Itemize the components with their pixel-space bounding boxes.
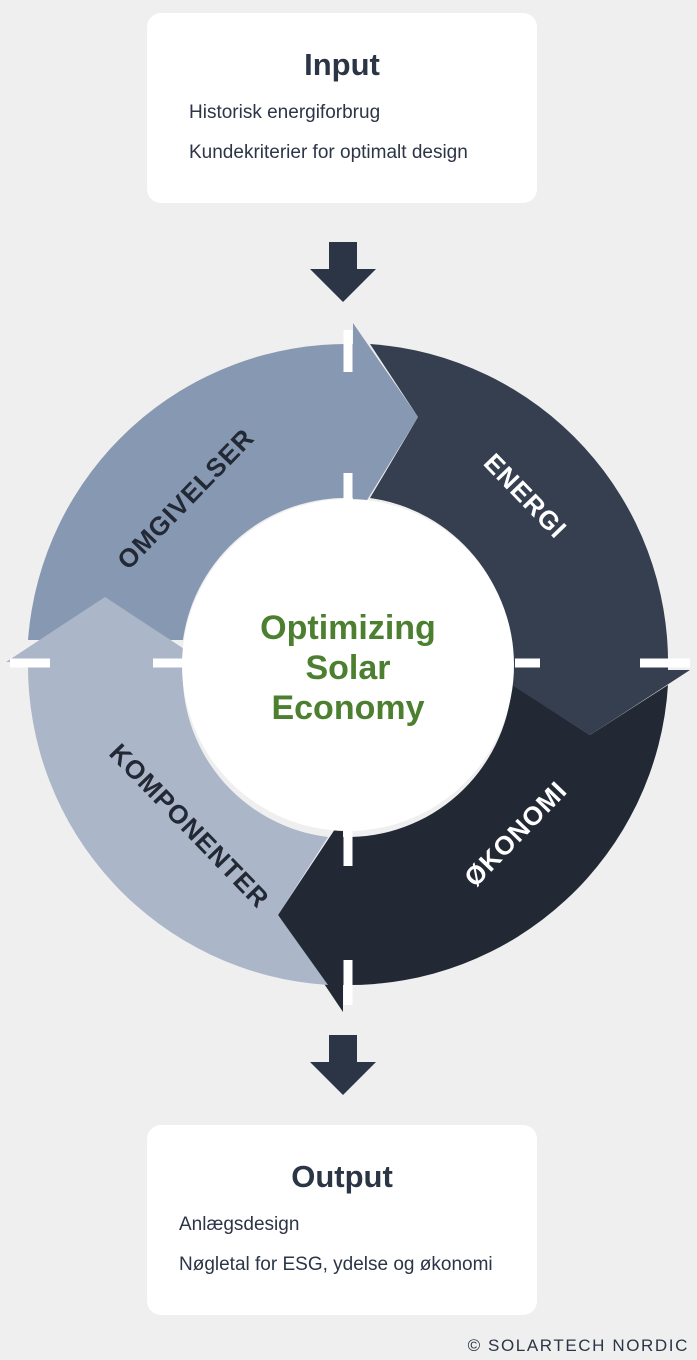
down-arrow-icon [310,1035,376,1095]
output-title: Output [291,1159,393,1194]
center-title-line-2: Solar [305,649,391,687]
center-circle [182,499,514,831]
center-title-line-3: Economy [271,689,425,727]
center-title-line-1: Optimizing [260,609,436,647]
input-item-historical-consumption: Historisk energiforbrug [189,102,381,123]
segment-komponenter [6,597,328,985]
cycle-diagram: OMGIVELSER ENERGI ØKONOMI KOMPONENTER [6,323,690,1012]
output-item-key-figures: Nøgletal for ESG, ydelse og økonomi [179,1254,493,1275]
segment-omgivelser [28,323,418,640]
output-item-plant-design: Anlægsdesign [179,1214,300,1235]
input-card: Input Historisk energiforbrug Kundekrite… [147,13,537,203]
segment-energi [370,344,690,735]
output-card: Output Anlægsdesign Nøgletal for ESG, yd… [147,1125,537,1315]
input-title: Input [304,47,380,82]
segment-okonomi [278,685,668,1012]
down-arrow-icon [310,242,376,302]
center-title: Optimizing Solar Economy [183,608,513,728]
segment-separators [10,330,690,1005]
copyright-text: © SOLARTECH NORDIC [467,1336,689,1355]
input-item-customer-criteria: Kundekriterier for optimalt design [189,142,468,163]
